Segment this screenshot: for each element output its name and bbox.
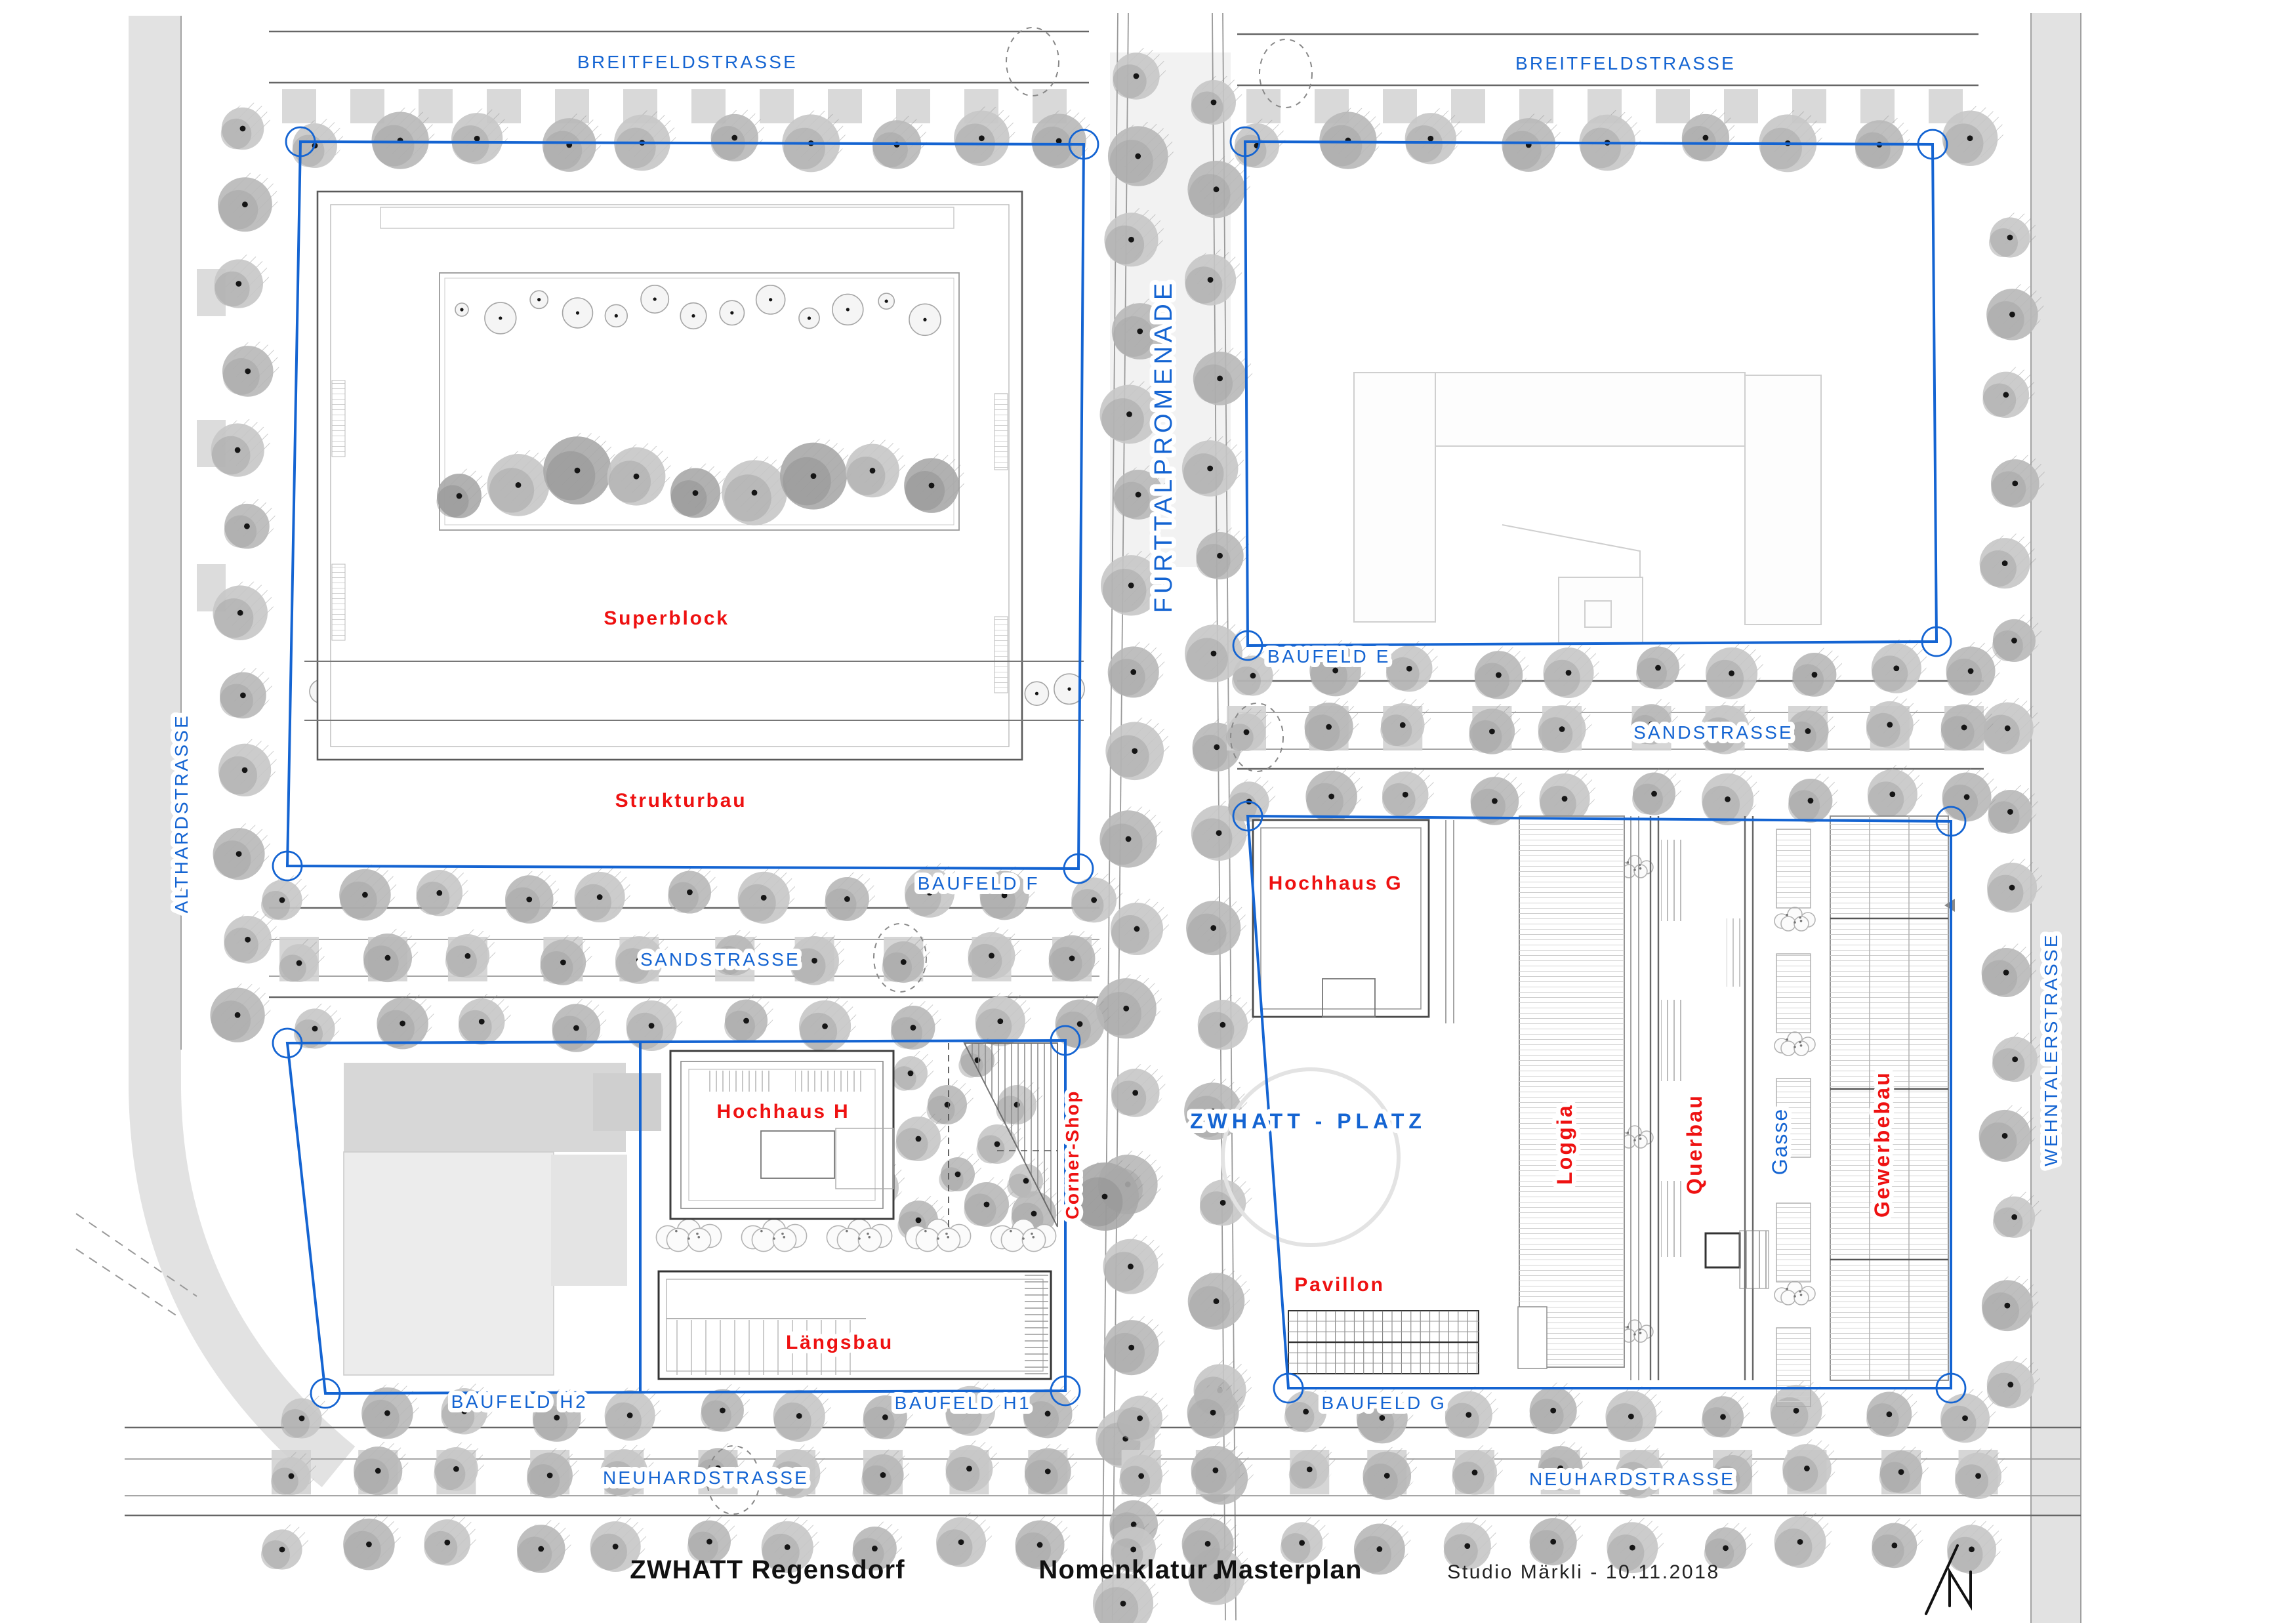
wehntalerstrasse-label: WEHNTALERSTRASSE: [2041, 933, 2061, 1166]
north-arrow-icon: [1925, 1544, 1972, 1615]
platz-circle: [1221, 1067, 1401, 1247]
loggia-building: [1517, 815, 1625, 1369]
hochhaus-g-label: Hochhaus G: [1269, 873, 1403, 894]
breitfeldstrasse-label-east: BREITFELDSTRASSE: [1515, 53, 1736, 73]
gasse-hedges: [1776, 829, 1811, 1407]
furttalpromenade-label: FURTTALPROMENADE: [1150, 279, 1178, 613]
building-layer: [304, 190, 1955, 1407]
hochhaus-g-building: [1252, 819, 1454, 1023]
loggia-label: Loggia: [1553, 1103, 1576, 1185]
wehntalerstrasse-road: [2031, 13, 2081, 1623]
hochhaus-h-label: Hochhaus H: [716, 1101, 850, 1122]
document-title: Nomenklatur Masterplan: [1038, 1555, 1362, 1584]
althardstrasse-label: ALTHARDSTRASSE: [171, 714, 192, 913]
superblock-label: Superblock: [604, 607, 729, 629]
baufeld-f-label: BAUFELD F: [918, 873, 1040, 894]
parcel-baufeld-g: [1246, 814, 1952, 1389]
baufeld-e-building: [1353, 372, 1822, 644]
existing-building: [344, 1063, 626, 1152]
laengsbau-label: Längsbau: [786, 1332, 893, 1353]
existing-building: [343, 1151, 554, 1376]
baufeld-e-label: BAUFELD E: [1267, 646, 1391, 667]
label-layer: BREITFELDSTRASSE BREITFELDSTRASSE ALTHAR…: [167, 47, 2066, 1494]
corner-shop-building: [948, 1042, 1058, 1227]
parcel-baufeld-f: [285, 140, 1086, 871]
existing-building: [593, 1073, 661, 1131]
author-date: Studio Märkli - 10.11.2018: [1447, 1561, 1720, 1583]
dashed-tree-layer: [707, 27, 1313, 1515]
baufeld-h2-label: BAUFELD H2: [451, 1391, 588, 1412]
existing-building: [551, 1155, 627, 1286]
gewerbebau-building: [1830, 815, 1955, 1381]
gewerbebau-label: Gewerbebau: [1870, 1071, 1894, 1218]
pavillon-label: Pavillon: [1294, 1274, 1384, 1296]
parcel-baufeld-h: [285, 1038, 1067, 1395]
existing-buildings-layer: [343, 1063, 661, 1376]
title-block: ZWHATT Regensdorf Nomenklatur Masterplan…: [630, 1544, 1972, 1615]
neuhardstrasse-label-east: NEUHARDSTRASSE: [1529, 1469, 1735, 1489]
project-title: ZWHATT Regensdorf: [630, 1555, 905, 1584]
zwhatt-platz-label: ZWHATT - PLATZ: [1190, 1109, 1426, 1133]
baufeld-h1-label: BAUFELD H1: [895, 1393, 1032, 1413]
hochhaus-h-building: [669, 1050, 895, 1220]
neuhardstrasse-label-west: NEUHARDSTRASSE: [603, 1468, 809, 1488]
querbau-building: [1649, 816, 1769, 1380]
parcel-layer: [272, 126, 1967, 1409]
courtyard-trees: [436, 284, 965, 525]
corner-shop-label: Corner-Shop: [1062, 1090, 1082, 1220]
querbau-label: Querbau: [1683, 1094, 1706, 1195]
strukturbau-label: Strukturbau: [615, 790, 747, 812]
sandstrasse-label-east: SANDSTRASSE: [1633, 722, 1794, 743]
gasse-label: Gasse: [1768, 1108, 1792, 1175]
sandstrasse-label-west: SANDSTRASSE: [640, 949, 800, 970]
pavillon-building: [1288, 1310, 1479, 1374]
parcel-corner-nodes: [272, 126, 1967, 1409]
parcel-baufeld-e: [1243, 140, 1938, 647]
laengsbau-building: [657, 1270, 1052, 1380]
breitfeldstrasse-label-west: BREITFELDSTRASSE: [577, 52, 798, 72]
baufeld-g-label: BAUFELD G: [1321, 1393, 1446, 1413]
